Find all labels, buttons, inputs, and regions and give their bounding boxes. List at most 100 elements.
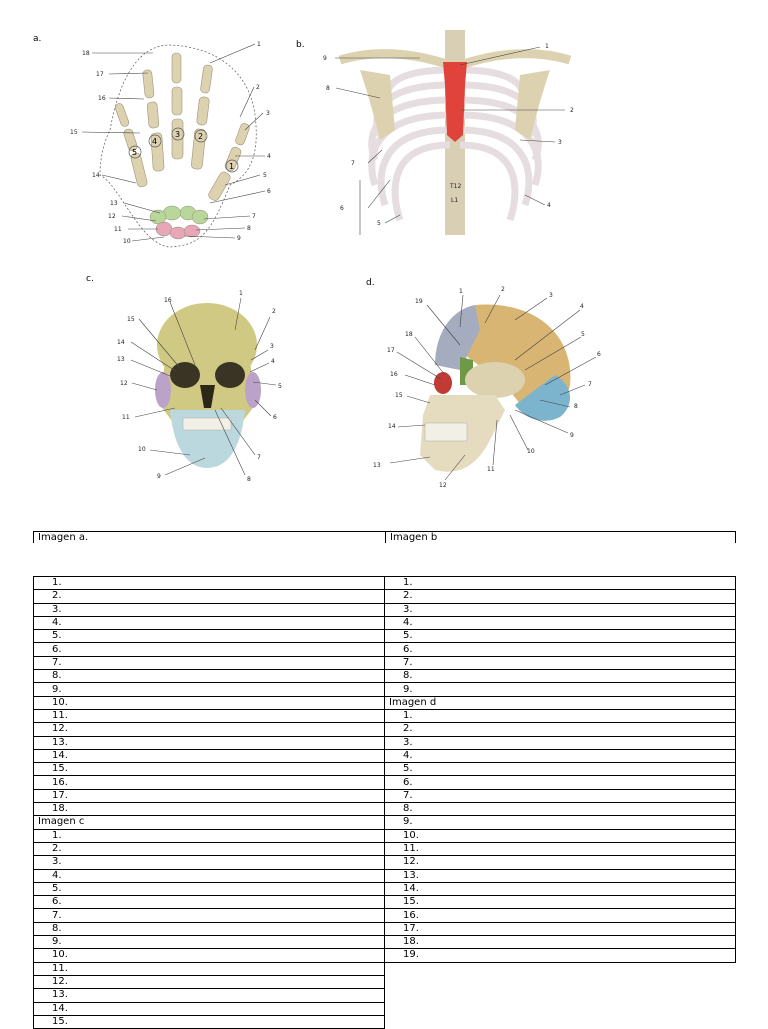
answer-cell[interactable]: 2. xyxy=(384,589,736,604)
answer-cell[interactable]: 9. xyxy=(33,935,385,950)
vertebra-label: T12 xyxy=(449,183,461,190)
answer-cell[interactable]: 4. xyxy=(384,748,736,764)
answer-cell[interactable]: 19. xyxy=(384,948,736,963)
thorax-diagram: 1 2 3 4 5 6 7 8 9 T12 L1 xyxy=(323,30,574,235)
answer-cell[interactable]: 4. xyxy=(33,868,385,883)
label: 16 xyxy=(164,297,172,304)
answer-cell[interactable]: 1. xyxy=(33,575,385,591)
answer-cell[interactable]: 18. xyxy=(33,802,385,817)
answer-cell[interactable]: 11. xyxy=(33,708,385,724)
frontal-bone xyxy=(435,305,480,370)
answer-cell[interactable]: 12. xyxy=(384,855,736,870)
answer-cell[interactable]: 1. xyxy=(384,575,736,591)
answer-cell[interactable]: 10. xyxy=(384,828,736,843)
label: 6 xyxy=(273,414,277,421)
answer-cell[interactable]: 10. xyxy=(33,695,385,710)
answer-cell[interactable]: 7. xyxy=(33,655,385,671)
answer-cell[interactable]: 8. xyxy=(33,921,385,937)
answer-cell[interactable]: 14. xyxy=(33,748,385,764)
answer-cell[interactable]: 4. xyxy=(384,615,736,631)
answer-cell[interactable]: 15. xyxy=(384,895,736,910)
answer-cell[interactable]: 17. xyxy=(384,921,736,937)
table-row: 5. xyxy=(384,629,736,644)
answer-cell[interactable]: 8. xyxy=(33,669,385,684)
answer-cell[interactable]: 6. xyxy=(384,775,736,790)
answer-cell[interactable]: 10. xyxy=(33,948,385,963)
table-row: 11. xyxy=(33,708,385,724)
table-row: 5. xyxy=(33,881,385,897)
answer-cell[interactable]: 16. xyxy=(384,908,736,923)
table-row: 12. xyxy=(384,855,736,870)
answer-cell[interactable]: 3. xyxy=(384,602,736,617)
answer-cell[interactable]: 7. xyxy=(384,655,736,671)
answer-cell[interactable]: 5. xyxy=(384,629,736,644)
answer-cell[interactable]: 3. xyxy=(33,855,385,870)
section-header: Imagen c xyxy=(33,815,385,830)
answer-cell[interactable]: 13. xyxy=(384,868,736,883)
answer-cell[interactable]: 18. xyxy=(384,935,736,950)
label: 4 xyxy=(547,202,551,209)
label: 13 xyxy=(110,200,118,207)
panel-c-letter: c. xyxy=(86,274,94,284)
table-row: 12. xyxy=(33,722,385,737)
answer-cell[interactable]: 4. xyxy=(33,615,385,631)
table-row: 14. xyxy=(33,748,385,764)
answer-table-left: 1.2.3.4.5.6.7.8.9.10.11.12.13.14.15.16.1… xyxy=(33,575,385,1029)
answer-cell[interactable]: 3. xyxy=(384,735,736,750)
label: 12 xyxy=(108,213,116,220)
answer-cell[interactable]: 14. xyxy=(384,881,736,897)
answer-cell[interactable]: 8. xyxy=(384,669,736,684)
answer-cell[interactable]: 6. xyxy=(33,895,385,910)
answer-cell[interactable]: 2. xyxy=(33,589,385,604)
answer-cell[interactable]: 5. xyxy=(33,881,385,897)
label: 8 xyxy=(326,85,330,92)
table-row: Imagen d xyxy=(384,695,736,710)
label: 10 xyxy=(123,238,131,245)
answer-cell[interactable]: 16. xyxy=(33,775,385,790)
answer-cell[interactable]: 11. xyxy=(384,841,736,857)
table-row: 10. xyxy=(33,695,385,710)
answer-cell[interactable]: 13. xyxy=(33,735,385,750)
answer-cell[interactable]: 13. xyxy=(33,988,385,1003)
label: 18 xyxy=(82,50,90,57)
panel-d-letter: d. xyxy=(366,278,375,288)
answer-cell[interactable]: 6. xyxy=(33,642,385,657)
answer-cell[interactable]: 3. xyxy=(33,602,385,617)
answer-cell[interactable]: 8. xyxy=(384,802,736,817)
answer-cell[interactable]: 15. xyxy=(33,762,385,777)
table-row: 2. xyxy=(384,589,736,604)
answer-cell[interactable]: 6. xyxy=(384,642,736,657)
answer-cell[interactable]: 1. xyxy=(384,708,736,724)
table-row: 6. xyxy=(384,775,736,790)
table-row: 13. xyxy=(33,988,385,1003)
table-row: 8. xyxy=(384,669,736,684)
label: 1 xyxy=(545,43,549,50)
label: 16 xyxy=(390,371,398,378)
answer-cell[interactable]: 2. xyxy=(384,722,736,737)
answer-cell[interactable]: 12. xyxy=(33,974,385,990)
answer-cell[interactable]: 1. xyxy=(33,828,385,843)
answer-cell[interactable]: 14. xyxy=(33,1001,385,1016)
label: 11 xyxy=(487,466,495,473)
table-row: 3. xyxy=(384,602,736,617)
table-row: 14. xyxy=(384,881,736,897)
label: 3 xyxy=(266,110,270,117)
answer-cell[interactable]: 11. xyxy=(33,961,385,976)
answer-cell[interactable]: 9. xyxy=(384,815,736,830)
label: 1 xyxy=(239,290,243,297)
answer-cell[interactable]: 15. xyxy=(33,1014,385,1029)
label: 3 xyxy=(549,292,553,299)
answer-cell[interactable]: 9. xyxy=(384,682,736,697)
answer-cell[interactable]: 12. xyxy=(33,722,385,737)
table-row: 6. xyxy=(384,642,736,657)
answer-cell[interactable]: 2. xyxy=(33,841,385,857)
answer-cell[interactable]: 9. xyxy=(33,682,385,697)
answer-cell[interactable]: 7. xyxy=(384,788,736,804)
answer-cell[interactable]: 5. xyxy=(384,762,736,777)
label: 13 xyxy=(117,356,125,363)
label: 7 xyxy=(351,160,355,167)
answer-cell[interactable]: 7. xyxy=(33,908,385,923)
answer-cell[interactable]: 5. xyxy=(33,629,385,644)
answer-cell[interactable]: 17. xyxy=(33,788,385,804)
table-row: Imagen c xyxy=(33,815,385,830)
